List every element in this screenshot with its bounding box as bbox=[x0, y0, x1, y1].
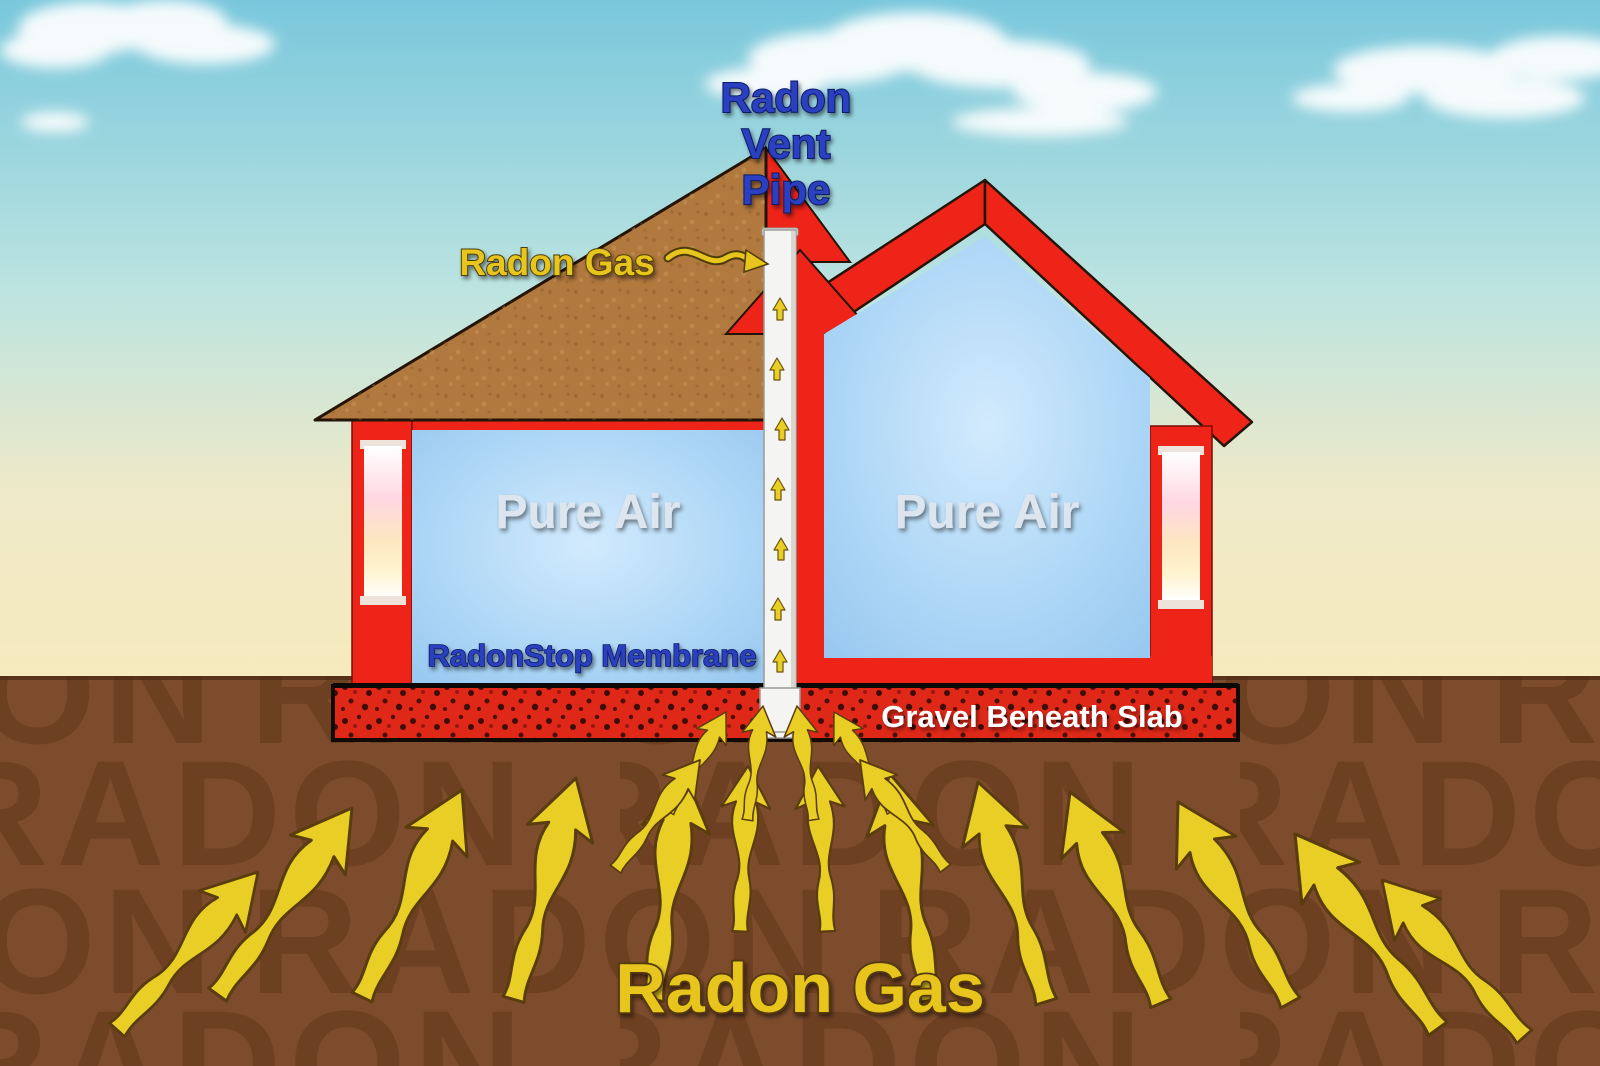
cloud-icon bbox=[1292, 36, 1600, 118]
cloud-icon bbox=[0, 0, 275, 68]
vent-pipe-label-line1: Radon bbox=[721, 74, 852, 121]
left-roof-texture bbox=[315, 148, 766, 420]
pure-air-left-label: Pure Air bbox=[496, 486, 681, 539]
pure-air-room-left bbox=[412, 430, 764, 684]
vent-pipe-label-line2: Vent bbox=[742, 120, 831, 167]
radon-vent-pipe bbox=[759, 227, 801, 739]
house-cross-section bbox=[313, 144, 1254, 687]
vent-pipe-label: Radon Vent Pipe bbox=[720, 73, 853, 214]
right-roof-right-band bbox=[983, 178, 1254, 448]
labels: Radon Vent Pipe Radon Gas Pure Air Pure … bbox=[427, 73, 1183, 1029]
clouds bbox=[0, 0, 1600, 136]
right-house-left-wall bbox=[794, 330, 824, 686]
vent-pipe-label-line3: Pipe bbox=[742, 166, 831, 213]
radon-gas-escape-label: Radon Gas bbox=[459, 242, 654, 283]
membrane-label: RadonStop Membrane bbox=[428, 638, 757, 673]
cloud-icon bbox=[705, 12, 1157, 136]
right-window-frame-bottom bbox=[1158, 600, 1204, 609]
left-window-frame-bottom bbox=[360, 596, 406, 605]
gravel-label: Gravel Beneath Slab bbox=[881, 699, 1183, 734]
left-window bbox=[364, 446, 402, 598]
radon-gas-source-label: Radon Gas bbox=[615, 949, 985, 1027]
pure-air-right-label: Pure Air bbox=[895, 486, 1080, 539]
pure-air-room-right bbox=[824, 236, 1150, 658]
right-window-frame-top bbox=[1158, 446, 1204, 455]
left-window-frame-top bbox=[360, 440, 406, 449]
right-window bbox=[1162, 452, 1200, 600]
cloud-icon bbox=[21, 112, 89, 132]
radon-gas-squiggle-arrow-icon bbox=[663, 246, 770, 274]
right-house-floor-band bbox=[794, 656, 1212, 686]
vent-pipe-shading bbox=[791, 231, 796, 737]
